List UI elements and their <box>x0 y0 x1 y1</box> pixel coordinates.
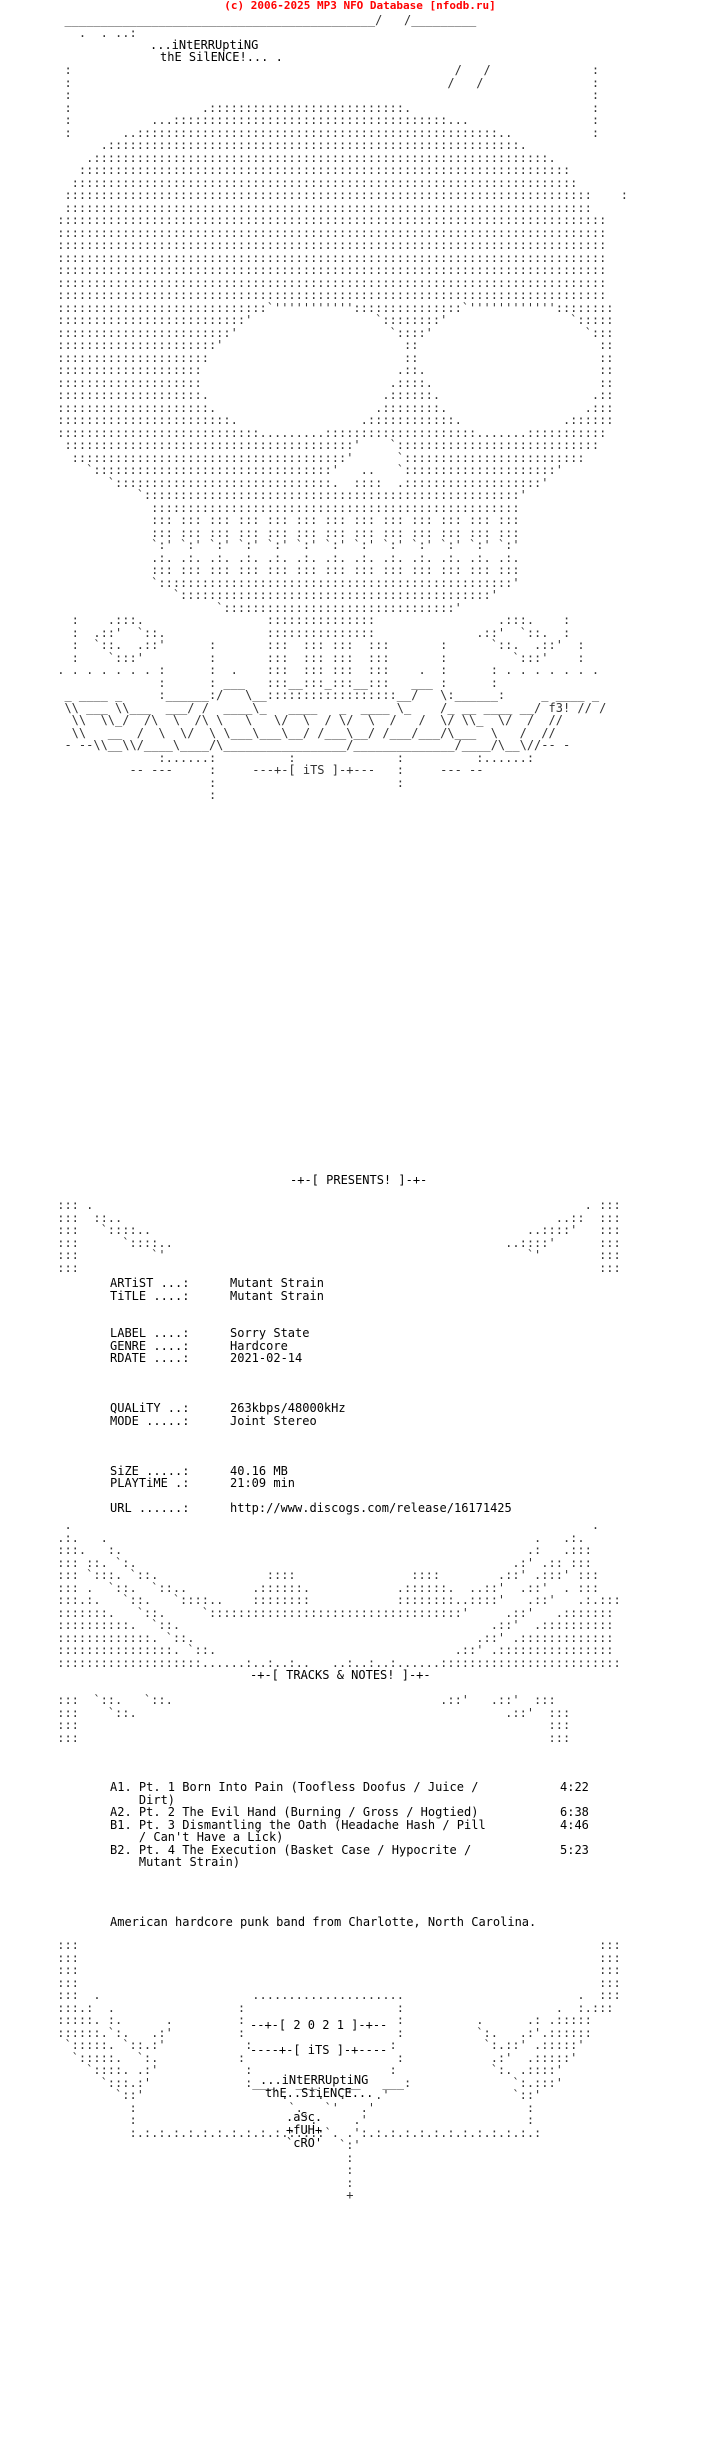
track-row: Dirt) <box>110 1792 176 1807</box>
playtime-label: PLAYTiME .: <box>110 1476 190 1490</box>
quality-label: QUALiTY ..: <box>110 1401 190 1415</box>
artist-label: ARTiST ...: <box>110 1276 190 1290</box>
intro-group-line1: ...iNtERRUptiNG <box>150 38 259 52</box>
mode-label: MODE .....: <box>110 1413 190 1428</box>
footer-line2: thE..SiiENCE... <box>265 2086 374 2100</box>
track-row: Mutant Strain) <box>110 1855 241 1869</box>
footer-credit3: `cRO' <box>286 2136 323 2150</box>
footer-credit1: .aSc. <box>286 2110 323 2124</box>
bottom-ascii-art: ::: ::: ::: ::: ::: <box>57 1938 621 2202</box>
track-row: / Can't Have a Lick) <box>110 1830 284 1844</box>
nfo-document: ________________________________________… <box>50 14 670 2454</box>
skull-ascii-art-body: : / / : : / / : : <box>57 63 628 802</box>
track-row: B2. Pt. 4 The Execution (Basket Case / H… <box>110 1842 589 1857</box>
track-row: A1. Pt. 1 Born Into Pain (Toofless Doofu… <box>110 1780 589 1794</box>
intro-group-line2: thE SilENCE!... . <box>160 50 283 64</box>
url-label: URL ......: <box>110 1501 190 1515</box>
tracks-box-top: ::: `::. `::. .::' .::' ::: ::: `::. .::… <box>57 1693 571 1745</box>
release-box-top: ::: . . ::: ::: ::.. ..:: ::: ::: `::::.… <box>57 1198 621 1275</box>
tracks-header: -+-[ TRACKS & NOTES! ]-+- <box>250 1668 431 1682</box>
track-row: A2. Pt. 2 The Evil Hand (Burning / Gross… <box>110 1805 589 1819</box>
size-label: SiZE .....: <box>110 1463 190 1478</box>
rdate-label: RDATE ....: <box>110 1351 190 1365</box>
footer-year: --+-[ 2 0 2 1 ]-+-- <box>250 2018 388 2032</box>
label-label: LABEL ....: <box>110 1326 190 1340</box>
mode-value: Joint Stereo <box>230 1413 317 1428</box>
footer-its: ----+-[ iTS ]-+---- <box>250 2043 388 2057</box>
release-notes: American hardcore punk band from Charlot… <box>110 1915 537 1929</box>
copyright-header: (c) 2006-2025 MP3 NFO Database [nfodb.ru… <box>224 0 496 12</box>
mid-ascii-art: . . .:. . . .:. :::. :. <box>57 1518 621 1670</box>
genre-value: Hardcore <box>230 1338 288 1353</box>
tracklist: A1. Pt. 1 Born Into Pain (Toofless Doofu… <box>110 1781 589 1869</box>
footer-credit2: +fUH+ <box>286 2123 323 2137</box>
title-value: Mutant Strain <box>230 1288 324 1303</box>
playtime-value: 21:09 min <box>230 1476 296 1490</box>
quality-value: 263kbps/48000kHz <box>230 1401 346 1415</box>
url-value: http://www.discogs.com/release/16171425 <box>230 1501 512 1515</box>
skull-ascii-art: ________________________________________… <box>64 14 477 40</box>
title-label: TiTLE ....: <box>110 1288 190 1303</box>
label-value: Sorry State <box>230 1326 310 1340</box>
artist-value: Mutant Strain <box>230 1276 324 1290</box>
rdate-value: 2021-02-14 <box>230 1351 303 1365</box>
genre-label: GENRE ....: <box>110 1338 190 1353</box>
size-value: 40.16 MB <box>230 1463 288 1478</box>
release-info: ARTiST ...: Mutant Strain TiTLE ....: Muta… <box>110 1277 512 1515</box>
presents-banner: -+-[ PRESENTS! ]-+- <box>290 1173 428 1187</box>
footer-line1: ...iNtERRUptiNG <box>260 2073 369 2087</box>
track-row: B1. Pt. 3 Dismantling the Oath (Headache… <box>110 1817 589 1832</box>
